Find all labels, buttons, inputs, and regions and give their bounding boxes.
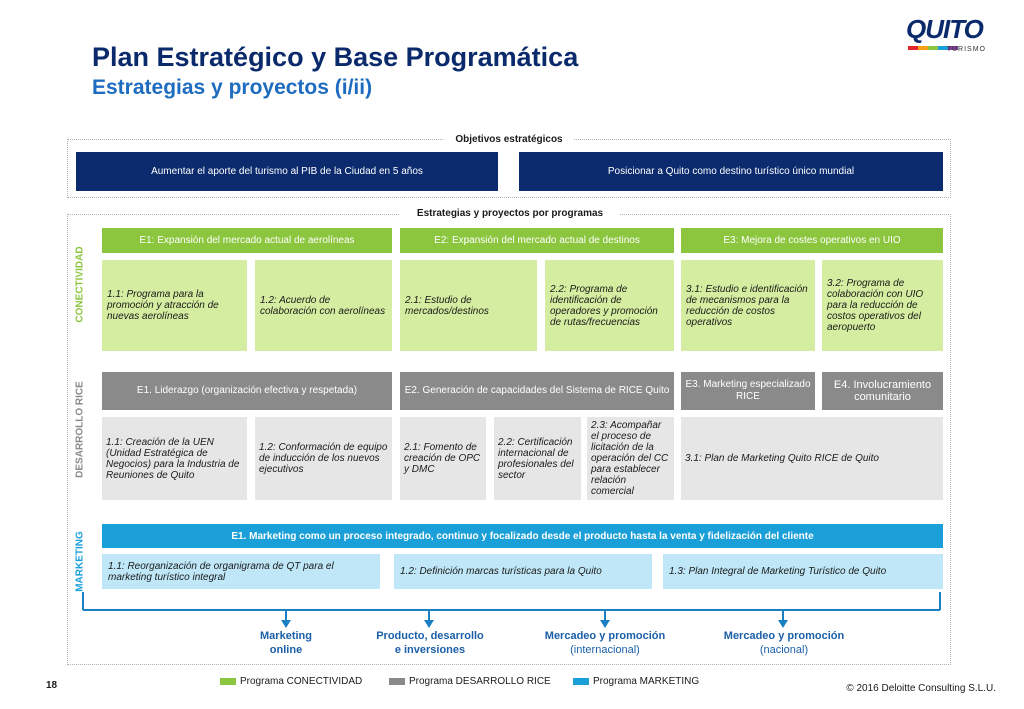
objective-pib: Aumentar el aporte del turismo al PIB de… [76, 152, 498, 191]
conectividad-e2-header: E2: Expansión del mercado actual de dest… [400, 228, 674, 253]
outcome-connector-lines [82, 592, 941, 628]
conectividad-e3-header: E3: Mejora de costes operativos en UIO [681, 228, 943, 253]
project-rice-1-1: 1.1: Creación de la UEN (Unidad Estratég… [102, 417, 247, 500]
rice-e2-header: E2. Generación de capacidades del Sistem… [400, 372, 674, 410]
logo-subword: TURISMO [946, 46, 986, 53]
conectividad-label: CONECTIVIDAD [74, 246, 86, 323]
page-number: 18 [46, 680, 58, 691]
outcome-title: Mercadeo y promoción [544, 630, 666, 642]
page-title: Plan Estratégico y Base Programática [92, 42, 579, 72]
project-con-1-1: 1.1: Programa para la promoción y atracc… [102, 260, 247, 351]
project-con-1-2: 1.2: Acuerdo de colaboración con aerolín… [255, 260, 392, 351]
project-con-2-1: 2.1: Estudio de mercados/destinos [400, 260, 537, 351]
outcome-detail: (internacional) [570, 644, 640, 656]
legend-label: Programa MARKETING [593, 676, 700, 687]
logo-color-bars [908, 46, 958, 50]
rice-e4-header: E4. Involucramiento comunitario [822, 372, 943, 410]
legend-swatch [220, 678, 236, 685]
rice-label: DESARROLLO RICE [74, 381, 86, 478]
project-con-3-2: 3.2: Programa de colaboración con UIO pa… [822, 260, 943, 351]
project-con-2-2: 2.2: Programa de identificación de opera… [545, 260, 674, 351]
project-rice-3-1: 3.1: Plan de Marketing Quito RICE de Qui… [681, 417, 943, 500]
rice-e3-header: E3. Marketing especializado RICE [681, 372, 815, 410]
outcome-producto: Producto, desarrollo e inversiones [360, 629, 500, 657]
objective-positioning: Posicionar a Quito como destino turístic… [519, 152, 943, 191]
copyright: © 2016 Deloitte Consulting S.L.U. [846, 683, 996, 694]
logo-word: QUITO [906, 14, 984, 44]
project-con-3-1: 3.1: Estudio e identificación de mecanis… [681, 260, 815, 351]
outcome-title: Mercadeo y promoción [723, 630, 845, 642]
legend-swatch [573, 678, 589, 685]
outcome-mercadeo-internacional: Mercadeo y promoción (internacional) [530, 629, 680, 657]
project-rice-1-2: 1.2: Conformación de equipo de inducción… [255, 417, 392, 500]
quito-turismo-logo: QUITO TURISMO [906, 16, 988, 56]
project-rice-2-2: 2.2: Certificación internacional de prof… [494, 417, 581, 500]
legend-label: Programa DESARROLLO RICE [409, 676, 551, 687]
legend-rice: Programa DESARROLLO RICE [389, 676, 551, 687]
legend-swatch [389, 678, 405, 685]
outcome-title: Producto, desarrollo [376, 630, 484, 642]
legend-marketing: Programa MARKETING [573, 676, 699, 687]
project-rice-2-3: 2.3: Acompañar el proceso de licitación … [587, 417, 674, 500]
project-mkt-1-2: 1.2: Definición marcas turísticas para l… [394, 554, 652, 589]
outcome-detail: e inversiones [394, 644, 466, 656]
outcome-detail: online [269, 644, 303, 656]
legend-conectividad: Programa CONECTIVIDAD [220, 676, 362, 687]
outcome-mercadeo-nacional: Mercadeo y promoción (nacional) [709, 629, 859, 657]
rice-e1-header: E1. Liderazgo (organización efectiva y r… [102, 372, 392, 410]
strategies-label: Estrategias y proyectos por programas [400, 208, 620, 219]
project-mkt-1-1: 1.1: Reorganización de organigrama de QT… [102, 554, 380, 589]
outcome-detail: (nacional) [759, 644, 809, 656]
marketing-e1-header: E1. Marketing como un proceso integrado,… [102, 524, 943, 548]
project-rice-2-1: 2.1: Fomento de creación de OPC y DMC [400, 417, 486, 500]
legend-label: Programa CONECTIVIDAD [240, 676, 363, 687]
project-mkt-1-3: 1.3: Plan Integral de Marketing Turístic… [663, 554, 943, 589]
page-subtitle: Estrategias y proyectos (i/ii) [92, 76, 373, 99]
objectives-label: Objetivos estratégicos [444, 134, 574, 145]
outcome-title: Marketing [260, 630, 312, 642]
outcome-marketing-online: Marketing online [226, 629, 346, 657]
conectividad-e1-header: E1: Expansión del mercado actual de aero… [102, 228, 392, 253]
